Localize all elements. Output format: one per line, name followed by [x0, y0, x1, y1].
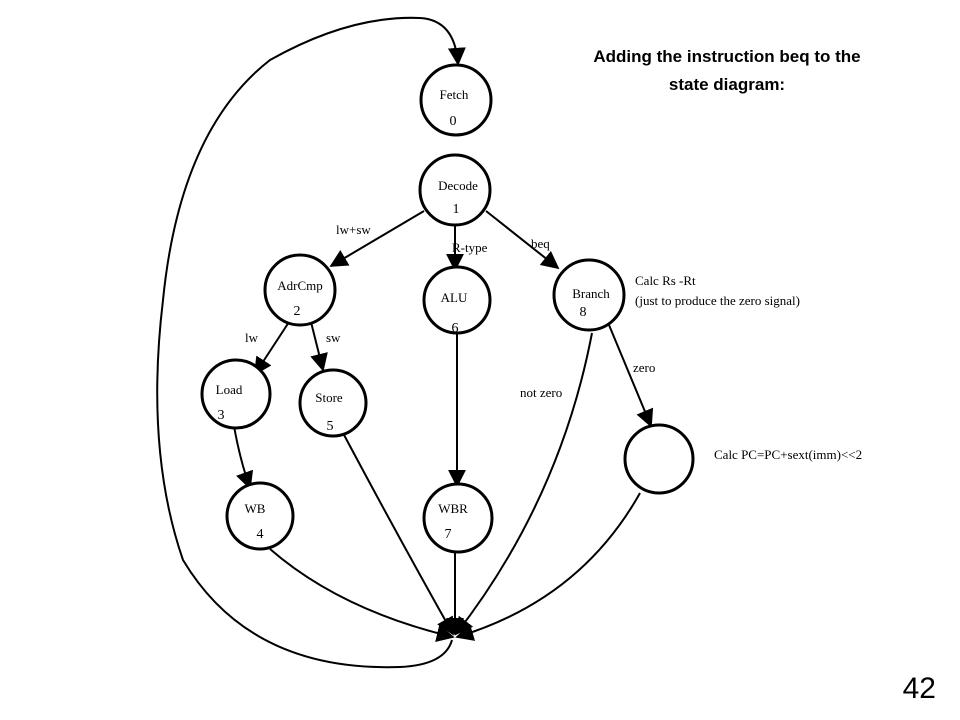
state-alu: ALU 6 [422, 265, 492, 336]
edge-decode-adrcmp [329, 210, 425, 267]
edge-label-beq: beq [531, 236, 550, 251]
state-branch: Branch 8 [552, 258, 626, 332]
edge-adrcmp-store [310, 321, 328, 372]
state-store-name: Store [315, 390, 343, 405]
state-new-pc [623, 423, 695, 495]
state-store-number: 5 [327, 419, 334, 434]
note-branch-line-1: Calc Rs -Rt [635, 273, 696, 288]
edge-wb-merge [269, 548, 455, 642]
state-load: Load 3 [200, 358, 272, 430]
state-wbr-number: 7 [445, 527, 452, 542]
state-adrcmp-number: 2 [294, 304, 301, 319]
state-load-number: 3 [218, 408, 225, 423]
state-wb-number: 4 [257, 527, 264, 542]
state-fetch-name: Fetch [440, 87, 469, 102]
state-wbr: WBR 7 [422, 482, 494, 554]
state-store: Store 5 [298, 368, 368, 438]
edge-adrcmp-load [254, 321, 290, 376]
edge-merge-fetch [156, 16, 466, 669]
edge-store-merge [342, 432, 454, 636]
state-decode-number: 1 [453, 202, 460, 217]
state-fetch: Fetch 0 [419, 63, 493, 137]
edge-label-zero: zero [633, 360, 655, 375]
note-new-state: Calc PC=PC+sext(imm)<<2 [714, 447, 862, 462]
state-wb: WB 4 [225, 481, 295, 551]
state-adrcmp: AdrCmp 2 [263, 253, 337, 327]
edge-decode-branch [485, 210, 560, 270]
state-wbr-name: WBR [438, 501, 468, 516]
edge-label-lw: lw [245, 330, 259, 345]
state-decode-name: Decode [438, 178, 478, 193]
title-line-2: state diagram: [669, 75, 785, 94]
state-load-name: Load [216, 382, 243, 397]
edge-load-wb [233, 425, 254, 490]
state-alu-name: ALU [441, 290, 468, 305]
edge-new-state-merge [455, 492, 641, 641]
title-line-1: Adding the instruction beq to the [593, 47, 860, 66]
state-decode: Decode 1 [418, 153, 492, 227]
state-adrcmp-name: AdrCmp [277, 278, 323, 293]
state-branch-name: Branch [572, 286, 610, 301]
edge-branch-new-state [608, 324, 654, 428]
note-branch-line-2: (just to produce the zero signal) [635, 293, 800, 308]
page-number: 42 [903, 672, 936, 705]
edge-label-r-type: R-type [452, 240, 488, 255]
edge-branch-merge [454, 332, 593, 636]
state-branch-number: 8 [580, 305, 587, 320]
edge-label-not-zero: not zero [520, 385, 562, 400]
edge-label-sw: sw [326, 330, 341, 345]
state-alu-number: 6 [452, 321, 459, 336]
state-wb-name: WB [245, 501, 266, 516]
state-fetch-number: 0 [450, 114, 457, 129]
edge-label-lw-sw: lw+sw [336, 222, 371, 237]
